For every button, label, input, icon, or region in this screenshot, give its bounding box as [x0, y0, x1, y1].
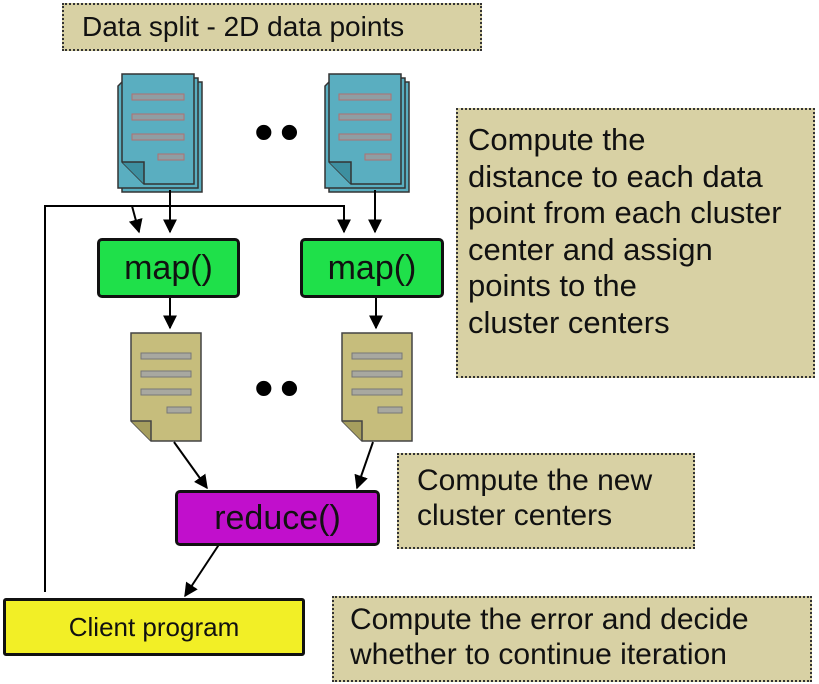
- arrow-output-left-to-reduce: [173, 441, 208, 490]
- arrow-feedback-loop: [44, 205, 351, 592]
- map-description-line-5: points to the: [468, 268, 637, 304]
- map-description-note: Compute the distance to each data point …: [456, 108, 815, 378]
- reduce-description-note: Compute the new cluster centers: [397, 453, 695, 549]
- map-description-line-4: center and assign: [468, 231, 713, 267]
- client-program-label: Client program: [68, 611, 240, 642]
- data-split-note-text: Data split - 2D data points: [82, 11, 405, 42]
- map-output-left-icon: [130, 332, 202, 442]
- data-split-note: Data split - 2D data points: [62, 3, 482, 51]
- map-left-label: map(): [124, 248, 213, 287]
- client-description-line-1: Compute the error and decide: [350, 603, 749, 636]
- map-description-line-3: point from each cluster: [468, 195, 782, 231]
- map-right-node: map(): [300, 238, 444, 298]
- reduce-label: reduce(): [214, 498, 341, 537]
- arrow-reduce-to-client: [184, 542, 221, 598]
- map-right-label: map(): [327, 248, 417, 287]
- input-split-right-icon: [324, 73, 410, 193]
- map-description-line-1: Compute the: [468, 122, 646, 157]
- input-split-left-icon: [117, 73, 203, 193]
- reduce-node: reduce(): [175, 490, 380, 546]
- arrow-output-right-to-reduce: [354, 441, 374, 490]
- map-left-node: map(): [97, 238, 240, 298]
- client-description-note: Compute the error and decide whether to …: [332, 596, 812, 682]
- input-ellipsis: ••: [254, 100, 306, 163]
- map-description-line-2: distance to each data: [468, 158, 763, 194]
- arrow-feedback-to-map-left: [128, 205, 143, 234]
- reduce-description-line-1: Compute the new: [417, 464, 653, 497]
- reduce-description-line-2: cluster centers: [417, 499, 613, 533]
- map-description-line-6: cluster centers: [468, 304, 670, 340]
- client-program-node: Client program: [3, 598, 305, 656]
- output-ellipsis: ••: [254, 356, 306, 419]
- map-output-right-icon: [341, 332, 413, 442]
- client-description-line-2: whether to continue iteration: [350, 638, 727, 672]
